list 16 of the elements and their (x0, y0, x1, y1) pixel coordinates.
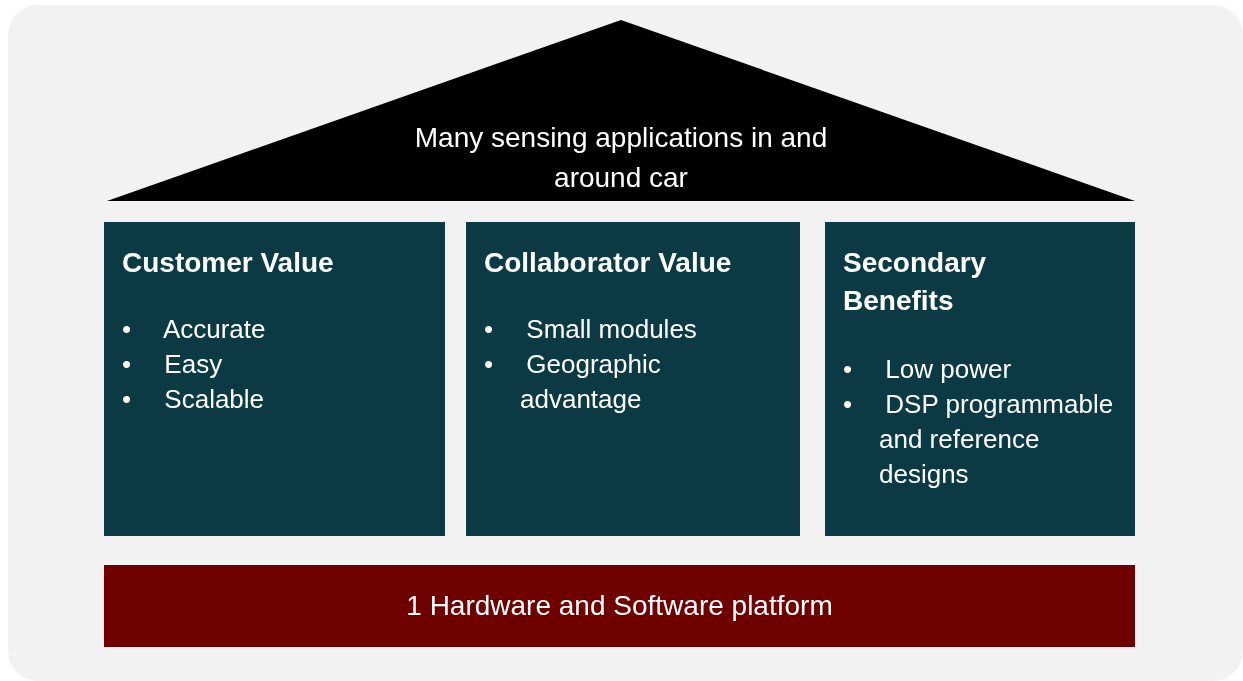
bullet-item: • Scalable (122, 383, 266, 416)
platform-bar (104, 565, 1135, 647)
bullet-item: • DSP programmable and reference designs (843, 388, 1115, 491)
platform-text: 1 Hardware and Software platform (406, 590, 833, 622)
bullet-item: • Geographic advantage (484, 348, 662, 416)
roof-text: Many sensing applications in and around car (413, 121, 829, 195)
bullet-item: • Low power (843, 353, 1013, 386)
pillar-heading: Secondary Benefits (843, 246, 988, 318)
pillar-heading: Customer Value (122, 246, 335, 280)
bullet-item: • Easy (122, 348, 224, 381)
pillar-panel (825, 222, 1135, 536)
bullet-item: • Small modules (484, 313, 698, 346)
pillar-panel (466, 222, 800, 536)
pillar-panel (104, 222, 445, 536)
pillar-heading: Collaborator Value (484, 246, 733, 280)
bullet-item: • Accurate (122, 313, 267, 346)
